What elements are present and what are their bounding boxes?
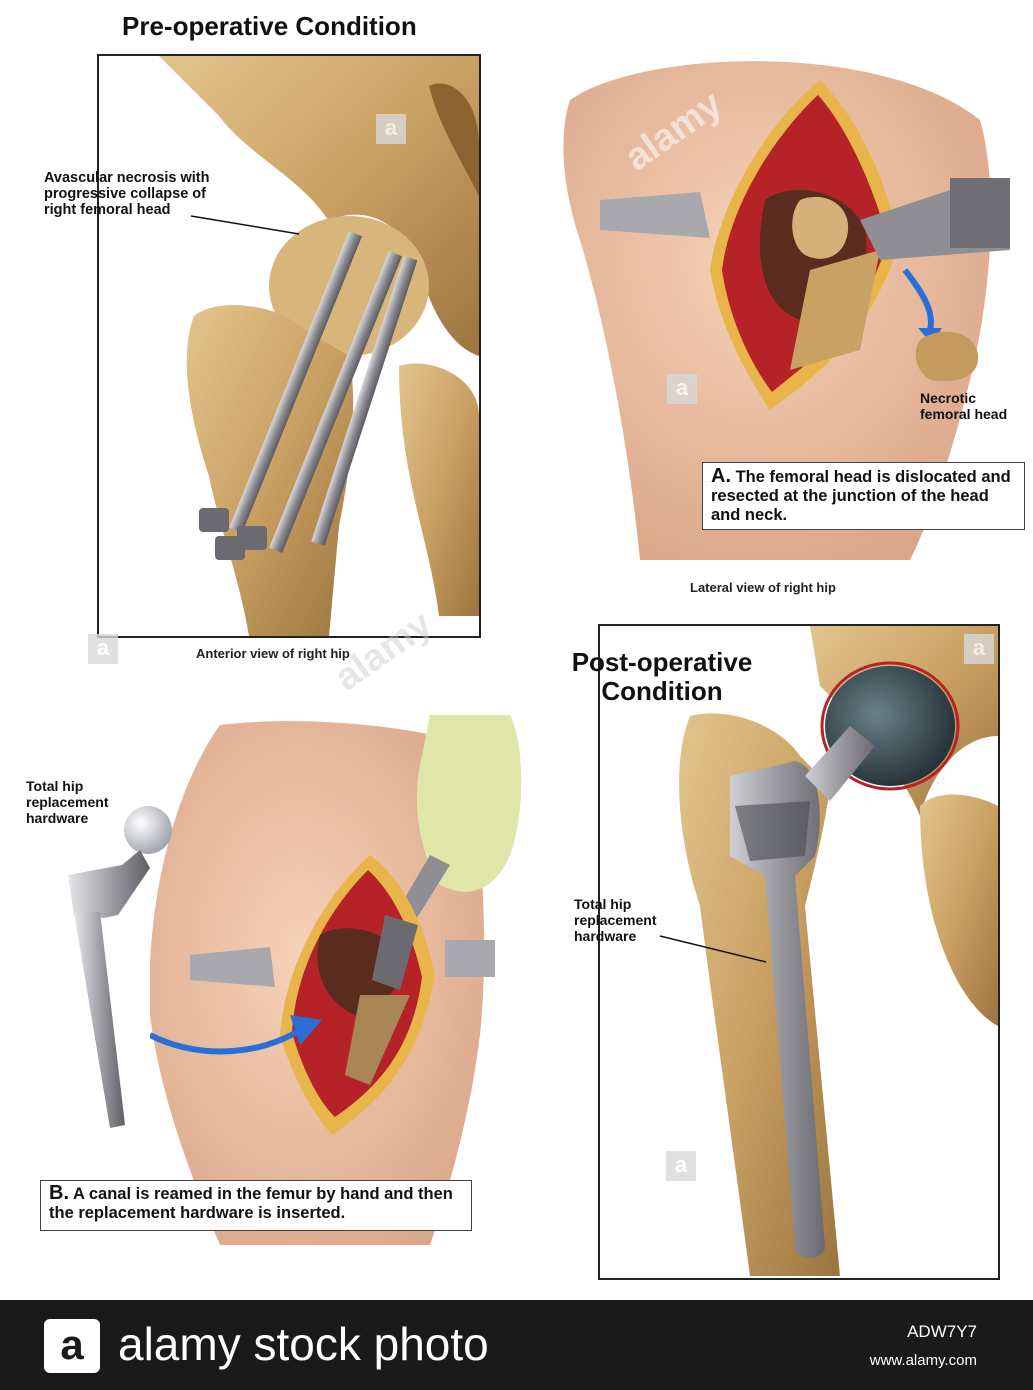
- step-b-illustration: [148, 715, 530, 1255]
- preop-hip-illustration: [159, 56, 479, 636]
- footer-image-code: ADW7Y7: [907, 1322, 977, 1341]
- postop-frame: [598, 624, 1000, 1280]
- watermark-icon: a: [666, 1151, 696, 1181]
- postop-hip-illustration: [659, 626, 998, 1276]
- step-b-box: B. A canal is reamed in the femur by han…: [40, 1180, 472, 1231]
- preop-view-label: Anterior view of right hip: [196, 646, 350, 661]
- watermark-icon: a: [88, 634, 118, 664]
- step-b-text: A canal is reamed in the femur by hand a…: [49, 1185, 453, 1222]
- postop-title: Post-operative Condition: [571, 647, 753, 706]
- screw-icon: [199, 231, 418, 560]
- step-a-illustration: [550, 40, 1010, 580]
- watermark-icon: a: [964, 634, 994, 664]
- alamy-logo-icon: a: [44, 1319, 100, 1373]
- stock-footer: a alamy stock photo ADW7Y7 www.alamy.com: [0, 1300, 1033, 1390]
- preop-annotation: Avascular necrosis with progressive coll…: [44, 170, 210, 218]
- step-a-view-label: Lateral view of right hip: [690, 580, 836, 595]
- watermark-icon: a: [376, 114, 406, 144]
- footer-brand: alamy stock photo: [118, 1318, 489, 1370]
- step-a-letter: A.: [711, 465, 731, 487]
- watermark-icon: a: [667, 374, 697, 404]
- step-b-letter: B.: [49, 1182, 69, 1204]
- step-a-annotation: Necrotic femoral head: [920, 390, 1008, 422]
- step-a-box: A. The femoral head is dislocated and re…: [702, 462, 1025, 530]
- step-b-annotation: Total hip replacement hardware: [26, 778, 109, 826]
- preop-frame: [97, 54, 481, 638]
- footer-url[interactable]: www.alamy.com: [869, 1352, 977, 1369]
- step-a-text: The femoral head is dislocated and resec…: [711, 468, 1011, 524]
- postop-annotation: Total hip replacement hardware: [574, 896, 657, 944]
- preop-title: Pre-operative Condition: [122, 11, 417, 41]
- hip-hardware-illustration: [60, 800, 180, 1140]
